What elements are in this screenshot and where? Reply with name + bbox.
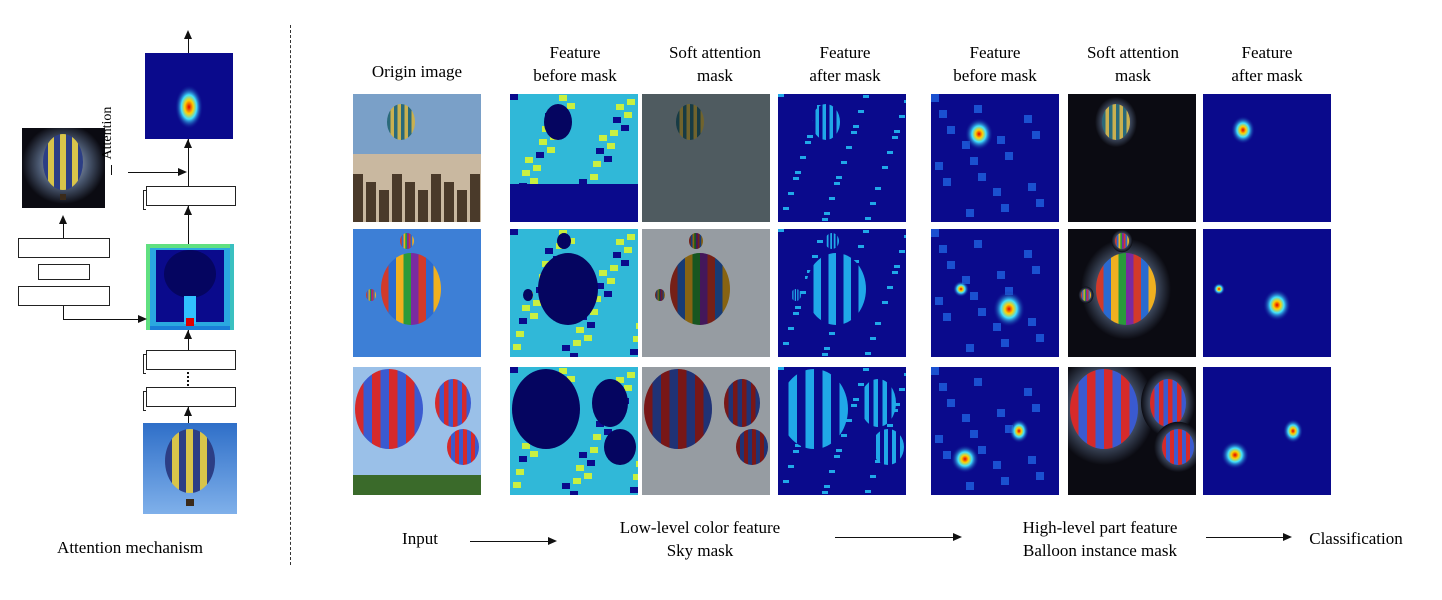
pipeline-input: Input	[402, 529, 438, 548]
header-high-soft-mask-line1: Soft attention	[1086, 43, 1180, 62]
row-2-high-soft-graphic	[1068, 229, 1196, 357]
row-3-low-before-graphic	[510, 367, 638, 495]
row-1-origin-tile	[353, 94, 481, 222]
row-2-high-after-tile	[1203, 229, 1331, 357]
row-1-low-soft-graphic	[642, 94, 770, 222]
backbone-block-lower	[146, 387, 236, 407]
row-2-low-before-tile	[510, 229, 638, 357]
row-2-high-after-graphic	[1203, 229, 1331, 357]
header-low-feature-after-line2: after mask	[809, 66, 881, 85]
row-3-high-after-graphic	[1203, 367, 1331, 495]
panel-separator	[290, 25, 291, 565]
pipeline-balloon-instance-mask: Balloon instance mask	[1023, 541, 1177, 560]
mask-heatmap-graphic	[146, 244, 234, 330]
row-2-high-soft-tile	[1068, 229, 1196, 357]
row-1-low-after-tile	[778, 94, 906, 222]
arrow-input-to-low	[470, 541, 548, 542]
input-balloon-graphic	[143, 423, 237, 514]
row-1-high-after-tile	[1203, 94, 1331, 222]
row-1-high-after-graphic	[1203, 94, 1331, 222]
row-2-low-after-graphic	[778, 229, 906, 357]
pipeline-low-level-feature: Low-level color feature	[619, 518, 781, 537]
row-3-low-after-tile	[778, 367, 906, 495]
encoder-block-bottom	[18, 286, 110, 306]
row-2-high-before-tile	[931, 229, 1059, 357]
arrow-high-to-class	[1206, 537, 1284, 538]
header-high-feature-after-line1: Feature	[1241, 43, 1293, 62]
header-high-feature-after: Feature after mask	[1188, 41, 1346, 87]
row-3-low-before-tile	[510, 367, 638, 495]
row-3-low-after-graphic	[778, 367, 906, 495]
row-3-high-after-tile	[1203, 367, 1331, 495]
header-high-soft-mask-line2: mask	[1115, 66, 1151, 85]
attended-balloon-image	[22, 128, 105, 208]
row-1-low-before-tile	[510, 94, 638, 222]
header-low-feature-after-line1: Feature	[819, 43, 871, 62]
header-high-feature-before-line1: Feature	[969, 43, 1021, 62]
output-heatmap-graphic	[175, 85, 203, 129]
header-high-feature-after-line2: after mask	[1231, 66, 1303, 85]
header-origin-image: Origin image	[371, 62, 463, 81]
row-2-low-before-graphic	[510, 229, 638, 357]
row-2-origin-graphic	[353, 229, 481, 357]
row-3-high-before-graphic	[931, 367, 1059, 495]
header-high-feature-before-line2: before mask	[953, 66, 1037, 85]
attended-balloon-graphic	[22, 128, 105, 208]
row-1-low-soft-tile	[642, 94, 770, 222]
row-2-high-before-graphic	[931, 229, 1059, 357]
row-1-low-after-graphic	[778, 94, 906, 222]
row-1-high-before-graphic	[931, 94, 1059, 222]
header-low-feature-after: Feature after mask	[766, 41, 924, 87]
row-1-high-soft-tile	[1068, 94, 1196, 222]
header-low-feature-before-line1: Feature	[549, 43, 601, 62]
row-1-low-before-graphic	[510, 94, 638, 222]
row-3-origin-graphic	[353, 367, 481, 495]
row-3-origin-tile	[353, 367, 481, 495]
row-3-high-before-tile	[931, 367, 1059, 495]
header-high-feature-before: Feature before mask	[916, 41, 1074, 87]
header-low-soft-mask-line1: Soft attention	[668, 43, 762, 62]
row-3-high-soft-tile	[1068, 367, 1196, 495]
backbone-block-upper	[146, 350, 236, 370]
pipeline-high-level-feature: High-level part feature	[1022, 518, 1178, 537]
encoder-block-middle	[38, 264, 90, 280]
row-2-low-after-tile	[778, 229, 906, 357]
header-low-soft-mask-line2: mask	[697, 66, 733, 85]
encoder-block-top	[18, 238, 110, 258]
arrow-low-to-high	[835, 537, 955, 538]
header-low-soft-mask: Soft attention mask	[636, 41, 794, 87]
feature-block-top	[146, 186, 236, 206]
attention-label: Attention	[100, 106, 115, 160]
pipeline-classification: Classification	[1309, 529, 1403, 548]
attention-mask-heatmap	[146, 244, 234, 330]
row-2-low-soft-graphic	[642, 229, 770, 357]
row-1-high-soft-graphic	[1068, 94, 1196, 222]
input-balloon-image	[143, 423, 237, 514]
header-low-feature-before-line2: before mask	[533, 66, 617, 85]
row-3-low-soft-tile	[642, 367, 770, 495]
row-3-high-soft-graphic	[1068, 367, 1196, 495]
pipeline-high-level: High-level part feature Balloon instance…	[980, 516, 1220, 562]
attention-output-heatmap	[145, 53, 233, 139]
pipeline-sky-mask: Sky mask	[666, 541, 734, 560]
header-low-feature-before: Feature before mask	[496, 41, 654, 87]
attention-mechanism-caption: Attention mechanism	[57, 538, 203, 557]
ellipsis-dots	[187, 372, 191, 386]
pipeline-low-level: Low-level color feature Sky mask	[580, 516, 820, 562]
header-high-soft-mask: Soft attention mask	[1054, 41, 1212, 87]
row-1-high-before-tile	[931, 94, 1059, 222]
row-2-low-soft-tile	[642, 229, 770, 357]
row-1-origin-graphic	[353, 94, 481, 222]
row-3-low-soft-graphic	[642, 367, 770, 495]
row-2-origin-tile	[353, 229, 481, 357]
